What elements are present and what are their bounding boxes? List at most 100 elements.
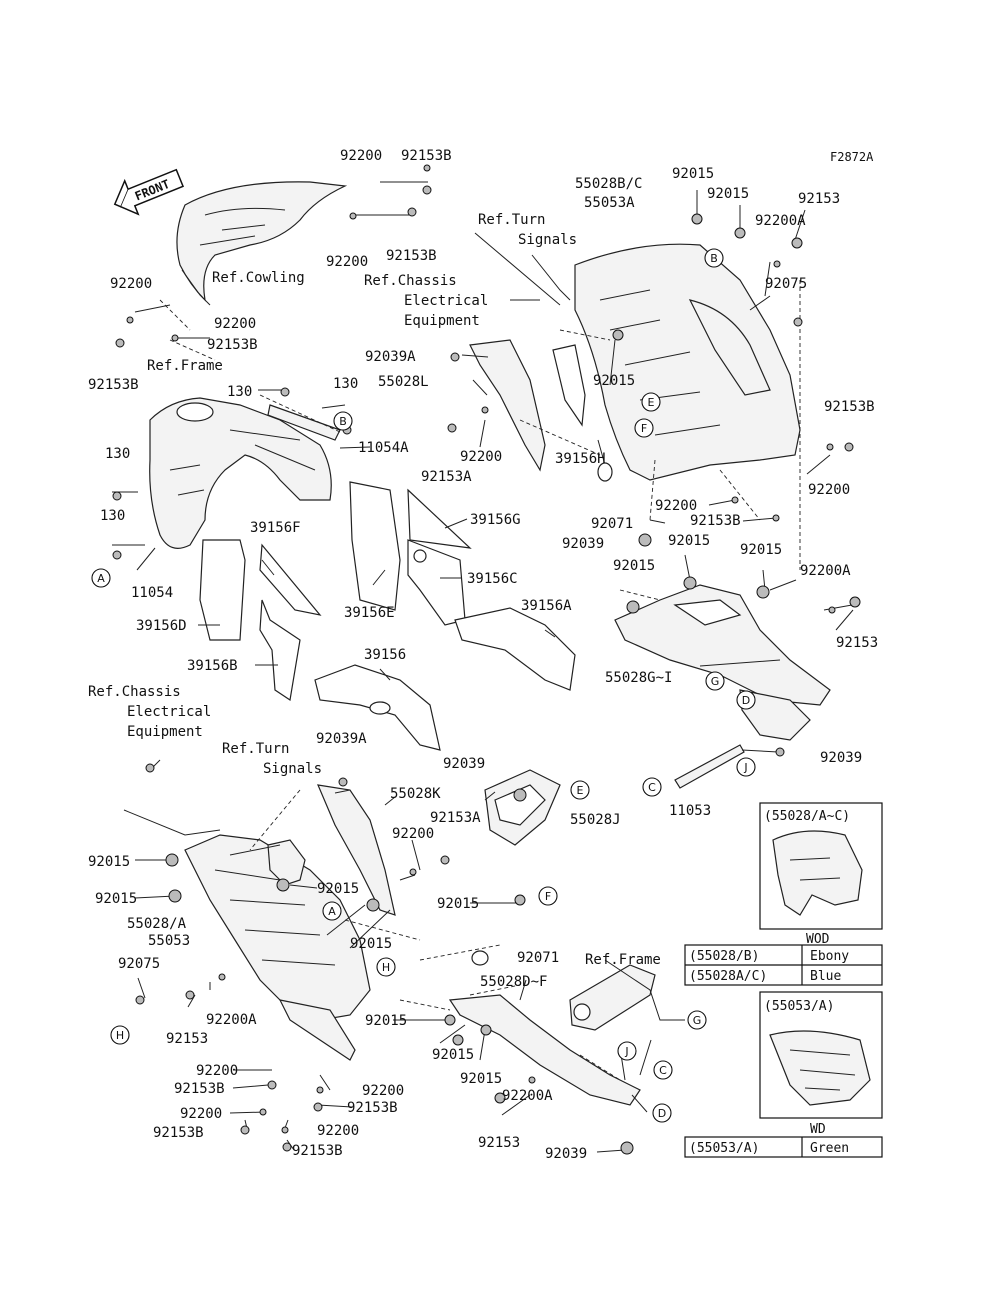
label-92015: 92015 (740, 542, 782, 558)
label-92153: 92153 (836, 635, 878, 651)
label-92071: 92071 (517, 950, 559, 966)
label-92153B: 92153B (88, 377, 139, 393)
label-39156A: 39156A (521, 598, 572, 614)
pad-39156D (199, 539, 246, 641)
svg-text:E: E (648, 396, 655, 409)
label-92039: 92039 (562, 536, 604, 552)
label-39156B: 39156B (187, 658, 238, 674)
pad-39156H (552, 344, 586, 427)
label-92015: 92015 (317, 881, 359, 897)
label-ref-cowling: Ref.Cowling (212, 270, 305, 286)
label-92153B: 92153B (174, 1081, 225, 1097)
label-92039: 92039 (820, 750, 862, 766)
label-39156E: 39156E (344, 605, 395, 621)
svg-text:G: G (693, 1014, 702, 1027)
label-130: 130 (227, 384, 252, 400)
label-92200: 92200 (214, 316, 256, 332)
label-92039A: 92039A (316, 731, 367, 747)
table-1-color: Ebony (810, 949, 849, 964)
label-92200: 92200 (655, 498, 697, 514)
label-39156F: 39156F (250, 520, 301, 536)
label-55028K: 55028K (390, 786, 441, 802)
svg-text:D: D (742, 694, 750, 707)
label-ref-turn-2: Ref.Turn (222, 741, 289, 757)
label-92015: 92015 (672, 166, 714, 182)
svg-text:G: G (711, 675, 720, 688)
label-92015: 92015 (432, 1047, 474, 1063)
label-92015: 92015 (707, 186, 749, 202)
svg-text:J: J (624, 1045, 628, 1058)
table-2-color: Green (810, 1141, 849, 1156)
label-55053: 55053 (148, 933, 190, 949)
label-39156G: 39156G (470, 512, 521, 528)
svg-text:D: D (658, 1107, 666, 1120)
label-electrical-2: Electrical (127, 704, 211, 720)
label-130: 130 (105, 446, 130, 462)
part-labels: 92200 92153B 92200 92153B Ref.Cowling 92… (88, 148, 878, 1162)
color-table-1: (55028/B) Ebony (55028A/C) Blue (684, 944, 883, 986)
pad-39156E (349, 481, 401, 611)
label-130: 130 (100, 508, 125, 524)
insulator-pads (199, 481, 576, 751)
label-92153B: 92153B (347, 1100, 398, 1116)
label-ref-turn: Ref.Turn (478, 212, 545, 228)
label-55028A: 55028/A (127, 916, 187, 932)
label-92039: 92039 (443, 756, 485, 772)
svg-text:A: A (328, 905, 336, 918)
table-1-code: (55028/B) (689, 949, 759, 964)
label-ref-frame-2: Ref.Frame (585, 952, 661, 968)
label-92071: 92071 (591, 516, 633, 532)
label-92075: 92075 (118, 956, 160, 972)
front-arrow: FRONT (113, 168, 185, 216)
label-92153B: 92153B (690, 513, 741, 529)
pad-39156F (259, 543, 322, 616)
upper-right-cowling (469, 243, 801, 481)
figure-code: F2872A (830, 150, 874, 164)
label-92153B: 92153B (207, 337, 258, 353)
label-92039: 92039 (545, 1146, 587, 1162)
label-signals-2: Signals (263, 761, 322, 777)
label-92015: 92015 (460, 1071, 502, 1087)
label-signals: Signals (518, 232, 577, 248)
inner-panel-55028L (469, 339, 546, 472)
svg-text:H: H (116, 1029, 124, 1042)
label-92015: 92015 (88, 854, 130, 870)
table-1-color: Blue (810, 969, 841, 984)
label-92200A: 92200A (755, 213, 806, 229)
label-92015: 92015 (613, 558, 655, 574)
label-92015: 92015 (95, 891, 137, 907)
label-92015: 92015 (365, 1013, 407, 1029)
svg-text:F: F (641, 422, 647, 435)
svg-text:H: H (382, 961, 390, 974)
pad-39156B (259, 599, 301, 702)
label-ref-frame: Ref.Frame (147, 358, 223, 374)
label-92200: 92200 (340, 148, 382, 164)
label-55028DF: 55028D~F (480, 974, 547, 990)
lower-cowl-55028D (448, 964, 656, 1106)
label-92200: 92200 (326, 254, 368, 270)
turn-signal-ref (267, 839, 306, 886)
label-92015: 92015 (437, 896, 479, 912)
inset-1-title: (55028/A~C) (764, 809, 850, 824)
frame-ref-lower (569, 964, 656, 1031)
inset-2-title: (55053/A) (764, 999, 834, 1014)
pad-39156G (407, 488, 472, 549)
label-92200A: 92200A (800, 563, 851, 579)
hardware-markers (112, 164, 861, 1155)
label-92075: 92075 (765, 276, 807, 292)
label-equipment-2: Equipment (127, 724, 203, 740)
label-92153B: 92153B (401, 148, 452, 164)
label-55028GI: 55028G~I (605, 670, 672, 686)
label-ref-chassis: Ref.Chassis (364, 273, 457, 289)
inset-2-caption: WD (810, 1122, 826, 1137)
bracket-rod-11053 (674, 744, 745, 789)
label-92153B: 92153B (153, 1125, 204, 1141)
inner-panel-55028K (267, 784, 396, 916)
label-92153A: 92153A (430, 810, 481, 826)
label-92153: 92153 (166, 1031, 208, 1047)
label-55053A: 55053A (584, 195, 635, 211)
label-equipment: Equipment (404, 313, 480, 329)
label-92200: 92200 (392, 826, 434, 842)
label-11054A: 11054A (358, 440, 409, 456)
label-92200A: 92200A (502, 1088, 553, 1104)
